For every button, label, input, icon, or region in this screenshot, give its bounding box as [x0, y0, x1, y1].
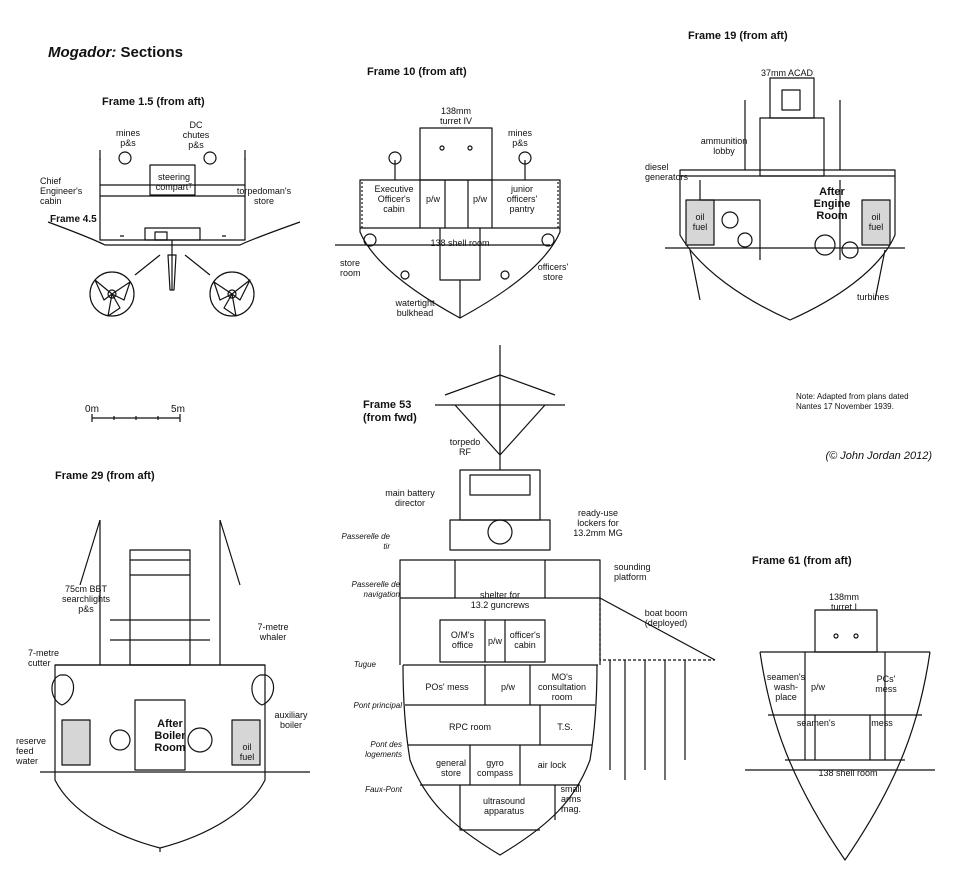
scale-end: 5m: [171, 404, 185, 415]
page-title: Mogador: Sections: [48, 26, 183, 62]
label-mess: mess: [871, 718, 893, 728]
label-ready-use-lockers: ready-use lockers for 13.2mm MG: [573, 508, 623, 538]
frame-1-5-drawing: [47, 150, 301, 317]
label-pcs-mess: PCs' mess: [875, 674, 897, 694]
frame-29-drawing: [40, 519, 310, 852]
label-main-battery-director: main battery director: [385, 488, 435, 508]
label-pw-53a: p/w: [487, 636, 502, 646]
label-turret-iv: 138mm turret IV: [439, 106, 472, 126]
deck-tugue: Tugue: [353, 660, 376, 669]
label-pw-2: p/w: [472, 194, 487, 204]
label-mines: mines p&s: [115, 128, 140, 148]
label-auxiliary-boiler: auxiliary boiler: [274, 710, 308, 730]
frame-53-drawing: [399, 345, 716, 856]
label-dc-chutes: DC chutes p&s: [182, 120, 210, 150]
label-acad: 37mm ACAD: [760, 68, 813, 78]
frame-4-5-label: Frame 4.5: [50, 214, 97, 225]
label-steering: steering compartᵀ: [155, 172, 193, 192]
label-pw-61: p/w: [810, 682, 825, 692]
label-general-store: general store: [435, 758, 467, 778]
label-gyro-compass: gyro compass: [476, 758, 513, 778]
title-suffix: Sections: [116, 44, 184, 61]
label-ultrasound: ultrasound apparatus: [482, 796, 526, 816]
label-shelter: shelter for 13.2 guncrews: [470, 590, 530, 610]
frame-19-drawing: [665, 77, 905, 321]
frame-61-heading: Frame 61 (from aft): [752, 555, 852, 567]
frame-61-drawing: [745, 609, 935, 861]
label-boat-boom: boat boom (deployed): [644, 608, 688, 628]
title-ship-name: Mogador:: [48, 44, 117, 61]
label-mo-consultation: MO's consultation room: [537, 672, 587, 702]
label-small-arms-mag: small arms mag.: [560, 784, 582, 814]
label-shell-room-61: 138 shell room: [818, 768, 878, 778]
label-executive-cabin: Executive Officer's cabin: [374, 184, 414, 214]
label-reserve-feed-water: reserve feed water: [16, 736, 47, 766]
label-mines-10: mines p&s: [507, 128, 532, 148]
label-pw-53b: p/w: [500, 682, 515, 692]
label-officers-cabin: officer's cabin: [509, 630, 541, 650]
label-after-engine-room: After Engine Room: [813, 186, 851, 222]
label-chief-engineer: Chief Engineer's cabin: [40, 176, 83, 206]
source-note: Note: Adapted from plans dated Nantes 17…: [796, 392, 909, 411]
label-turret-i: 138mm turret I: [828, 592, 859, 612]
scale-start: 0m: [85, 404, 99, 415]
label-after-boiler-room: After Boiler Room: [154, 718, 186, 754]
label-watertight-bulkhead: watertight bulkhead: [395, 298, 435, 318]
label-pw-1: p/w: [425, 194, 440, 204]
label-sounding-platform: sounding platform: [614, 562, 651, 582]
label-rpc-room: RPC room: [448, 722, 491, 732]
label-oil-fuel-19b: oil fuel: [868, 212, 884, 232]
label-ts: T.S.: [557, 722, 573, 732]
frame-10-heading: Frame 10 (from aft): [367, 66, 467, 78]
deck-faux-pont: Faux-Pont: [365, 785, 402, 794]
frame-53-heading: Frame 53 (from fwd): [363, 399, 417, 424]
label-cutter: 7-metre cutter: [28, 648, 60, 668]
label-seamens-washplace: seamen's wash- place: [766, 672, 806, 702]
frame-29-heading: Frame 29 (from aft): [55, 470, 155, 482]
label-ammunition-lobby: ammunition lobby: [700, 136, 748, 156]
deck-pont-principal: Pont principal: [353, 701, 402, 710]
copyright: (© John Jordan 2012): [825, 450, 932, 462]
label-turbines: turbines: [856, 292, 890, 302]
label-pos-mess: POs' mess: [425, 682, 469, 692]
scale-bar-drawing: [91, 414, 181, 422]
label-oil-fuel-29: oil fuel: [239, 742, 255, 762]
label-torpedo-rf: torpedo RF: [449, 437, 481, 457]
label-searchlights: 75cm BBT searchlights p&s: [61, 584, 111, 614]
frame-10-drawing: [335, 127, 561, 319]
label-whaler: 7-metre whaler: [257, 622, 289, 642]
deck-passerelle-navigation: Passerelle de navigation: [351, 580, 400, 599]
label-store-room: store room: [340, 258, 361, 278]
label-junior-pantry: junior officers' pantry: [506, 184, 538, 214]
label-air-lock: air lock: [537, 760, 567, 770]
deck-passerelle-tir: Passerelle de tir: [341, 532, 390, 551]
label-shell-room-10: 138 shell room: [430, 238, 490, 248]
label-oil-fuel-19a: oil fuel: [692, 212, 708, 232]
label-seamens: seamen's: [796, 718, 836, 728]
label-diesel-generators: diesel generators: [645, 162, 689, 182]
deck-pont-logements: Pont des logements: [365, 740, 402, 759]
label-officers-store: officers' store: [537, 262, 569, 282]
frame-1-5-heading: Frame 1.5 (from aft): [102, 96, 205, 108]
label-torpedoman: torpedoman's store: [236, 186, 292, 206]
label-om-office: O/M's office: [450, 630, 475, 650]
frame-19-heading: Frame 19 (from aft): [688, 30, 788, 42]
